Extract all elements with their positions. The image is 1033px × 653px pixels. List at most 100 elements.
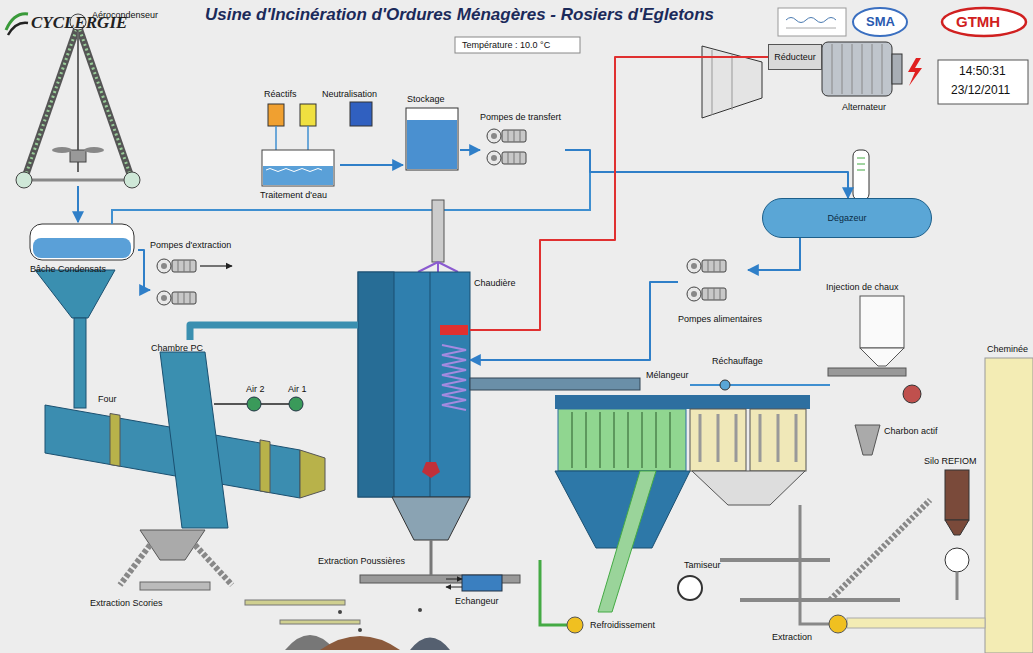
pipe-connector	[138, 250, 150, 290]
pipe-connector	[190, 325, 358, 340]
bag-filter-part	[699, 414, 702, 462]
reagent-silos-part	[855, 425, 880, 455]
water-treatment-tank-part	[266, 169, 322, 172]
rotary-kiln-part	[160, 352, 228, 528]
bag-filter-part	[692, 471, 805, 505]
reagent-silos-part	[828, 368, 906, 376]
equipment-label: Neutralisation	[322, 89, 377, 99]
slag-extraction-part	[358, 628, 362, 632]
page-title: Usine d'Incinération d'Ordures Ménagères…	[205, 5, 714, 25]
temperature-readout: Température : 10.0 °C	[462, 40, 550, 50]
bag-filter-part	[717, 414, 720, 462]
cooling-circuit	[446, 560, 583, 633]
bag-filter-part	[800, 505, 829, 624]
temperature-box-part	[455, 37, 580, 53]
gearbox-box: Réducteur	[768, 44, 822, 70]
pump-sets-part	[157, 291, 196, 305]
post-combustion-chamber: Chambre PC	[150, 340, 232, 528]
equipment-label: Réactifs	[264, 89, 297, 99]
clock-date: 23/12/2011	[951, 84, 1010, 98]
node-text: Stockage	[407, 94, 445, 104]
reagent-silos-part	[903, 385, 921, 403]
pump-group: Pompes d'extraction	[150, 240, 238, 315]
bag-filter-part	[555, 395, 810, 409]
bag-filter-part	[600, 412, 601, 468]
reagent-silos-part	[945, 520, 969, 535]
generator-part	[872, 44, 873, 94]
boiler-part	[430, 540, 433, 575]
partner-logo: SMA	[866, 15, 895, 30]
air-condenser: Aérocondenseur	[10, 8, 161, 186]
pipe-connector	[470, 282, 678, 360]
slag-extraction-part	[120, 545, 150, 585]
water-treatment-tank-part	[263, 166, 333, 185]
reagent-silos-part	[860, 348, 904, 366]
node-text: Pompes de transfert	[480, 112, 561, 122]
boiler-part	[432, 200, 444, 262]
sma-logo-part	[853, 8, 907, 36]
bag-filter-part	[614, 412, 615, 468]
storage-tank	[406, 108, 458, 170]
equipment-label: Echangeur	[455, 596, 499, 606]
boiler-part	[440, 325, 468, 335]
pump-group: Pompes de transfert	[480, 112, 565, 172]
generator: Alternateur	[822, 40, 907, 98]
boiler-part	[418, 262, 438, 272]
pump-group: Pompes alimentaires	[678, 250, 748, 312]
gtmh-logo	[942, 8, 1026, 36]
fan-label: Air 1	[288, 384, 307, 394]
bag-filter-part	[586, 412, 587, 468]
partner-logo-part	[786, 18, 836, 23]
slag-extraction-part	[410, 638, 450, 651]
air-condenser-part	[52, 147, 72, 153]
air-condenser	[16, 14, 140, 188]
pump-sets-part	[687, 259, 726, 273]
rotary-kiln-part	[247, 397, 261, 411]
condensate-tank: Bâche Condensats	[26, 222, 138, 277]
sma-logo	[853, 8, 907, 36]
equipment-label: Extraction Scories	[90, 598, 163, 608]
cyclergie-logo	[6, 14, 28, 35]
slag-extraction-part	[280, 620, 360, 624]
generator	[822, 42, 922, 96]
turbine-part	[732, 55, 733, 110]
partner-logo: GTMH	[956, 13, 1000, 30]
equipment-label: Injection de chaux	[826, 282, 899, 292]
bag-filter-part	[670, 412, 671, 468]
condensate-tank-part	[30, 224, 134, 260]
reagent-silos	[828, 296, 969, 600]
generator-part	[892, 54, 902, 84]
stack-part	[829, 615, 847, 633]
slag-extraction-part	[140, 582, 210, 590]
bag-filter-part	[830, 500, 930, 600]
cooling-circuit-part	[462, 575, 502, 591]
bag-filter-part	[777, 414, 780, 462]
deaerator-dome-part	[857, 158, 865, 159]
reagent-tanks-part	[275, 126, 277, 150]
equipment-label: Extraction	[772, 632, 812, 642]
node-text: Dégazeur	[827, 213, 866, 223]
stack-part	[847, 618, 985, 628]
node-text: Pompes d'extraction	[150, 240, 231, 250]
cooling-circuit-part	[446, 579, 462, 580]
bag-filter-part	[598, 471, 656, 612]
bag-filter-part	[720, 558, 830, 562]
bag-filter-part	[470, 378, 640, 390]
condensate-line	[112, 172, 590, 224]
partner-logo-part	[786, 28, 836, 29]
node-text: Chaudière	[474, 278, 516, 288]
equipment-label: Tamiseur	[684, 560, 721, 570]
deaerator-dome-part	[857, 170, 865, 171]
cyclergie-logo-part	[8, 23, 28, 35]
rotary-kiln-part	[260, 440, 270, 493]
rotary-kiln-part	[300, 450, 325, 498]
bag-filter-part	[740, 598, 900, 602]
bag-filter-part	[735, 414, 738, 462]
node-text: Chambre PC	[151, 343, 203, 353]
slag-extraction-part	[195, 545, 232, 585]
generator-part	[842, 44, 843, 94]
pump-sets-part	[200, 265, 232, 266]
equipment-label: Refroidissement	[590, 620, 655, 630]
rotary-kiln-part	[214, 403, 247, 405]
